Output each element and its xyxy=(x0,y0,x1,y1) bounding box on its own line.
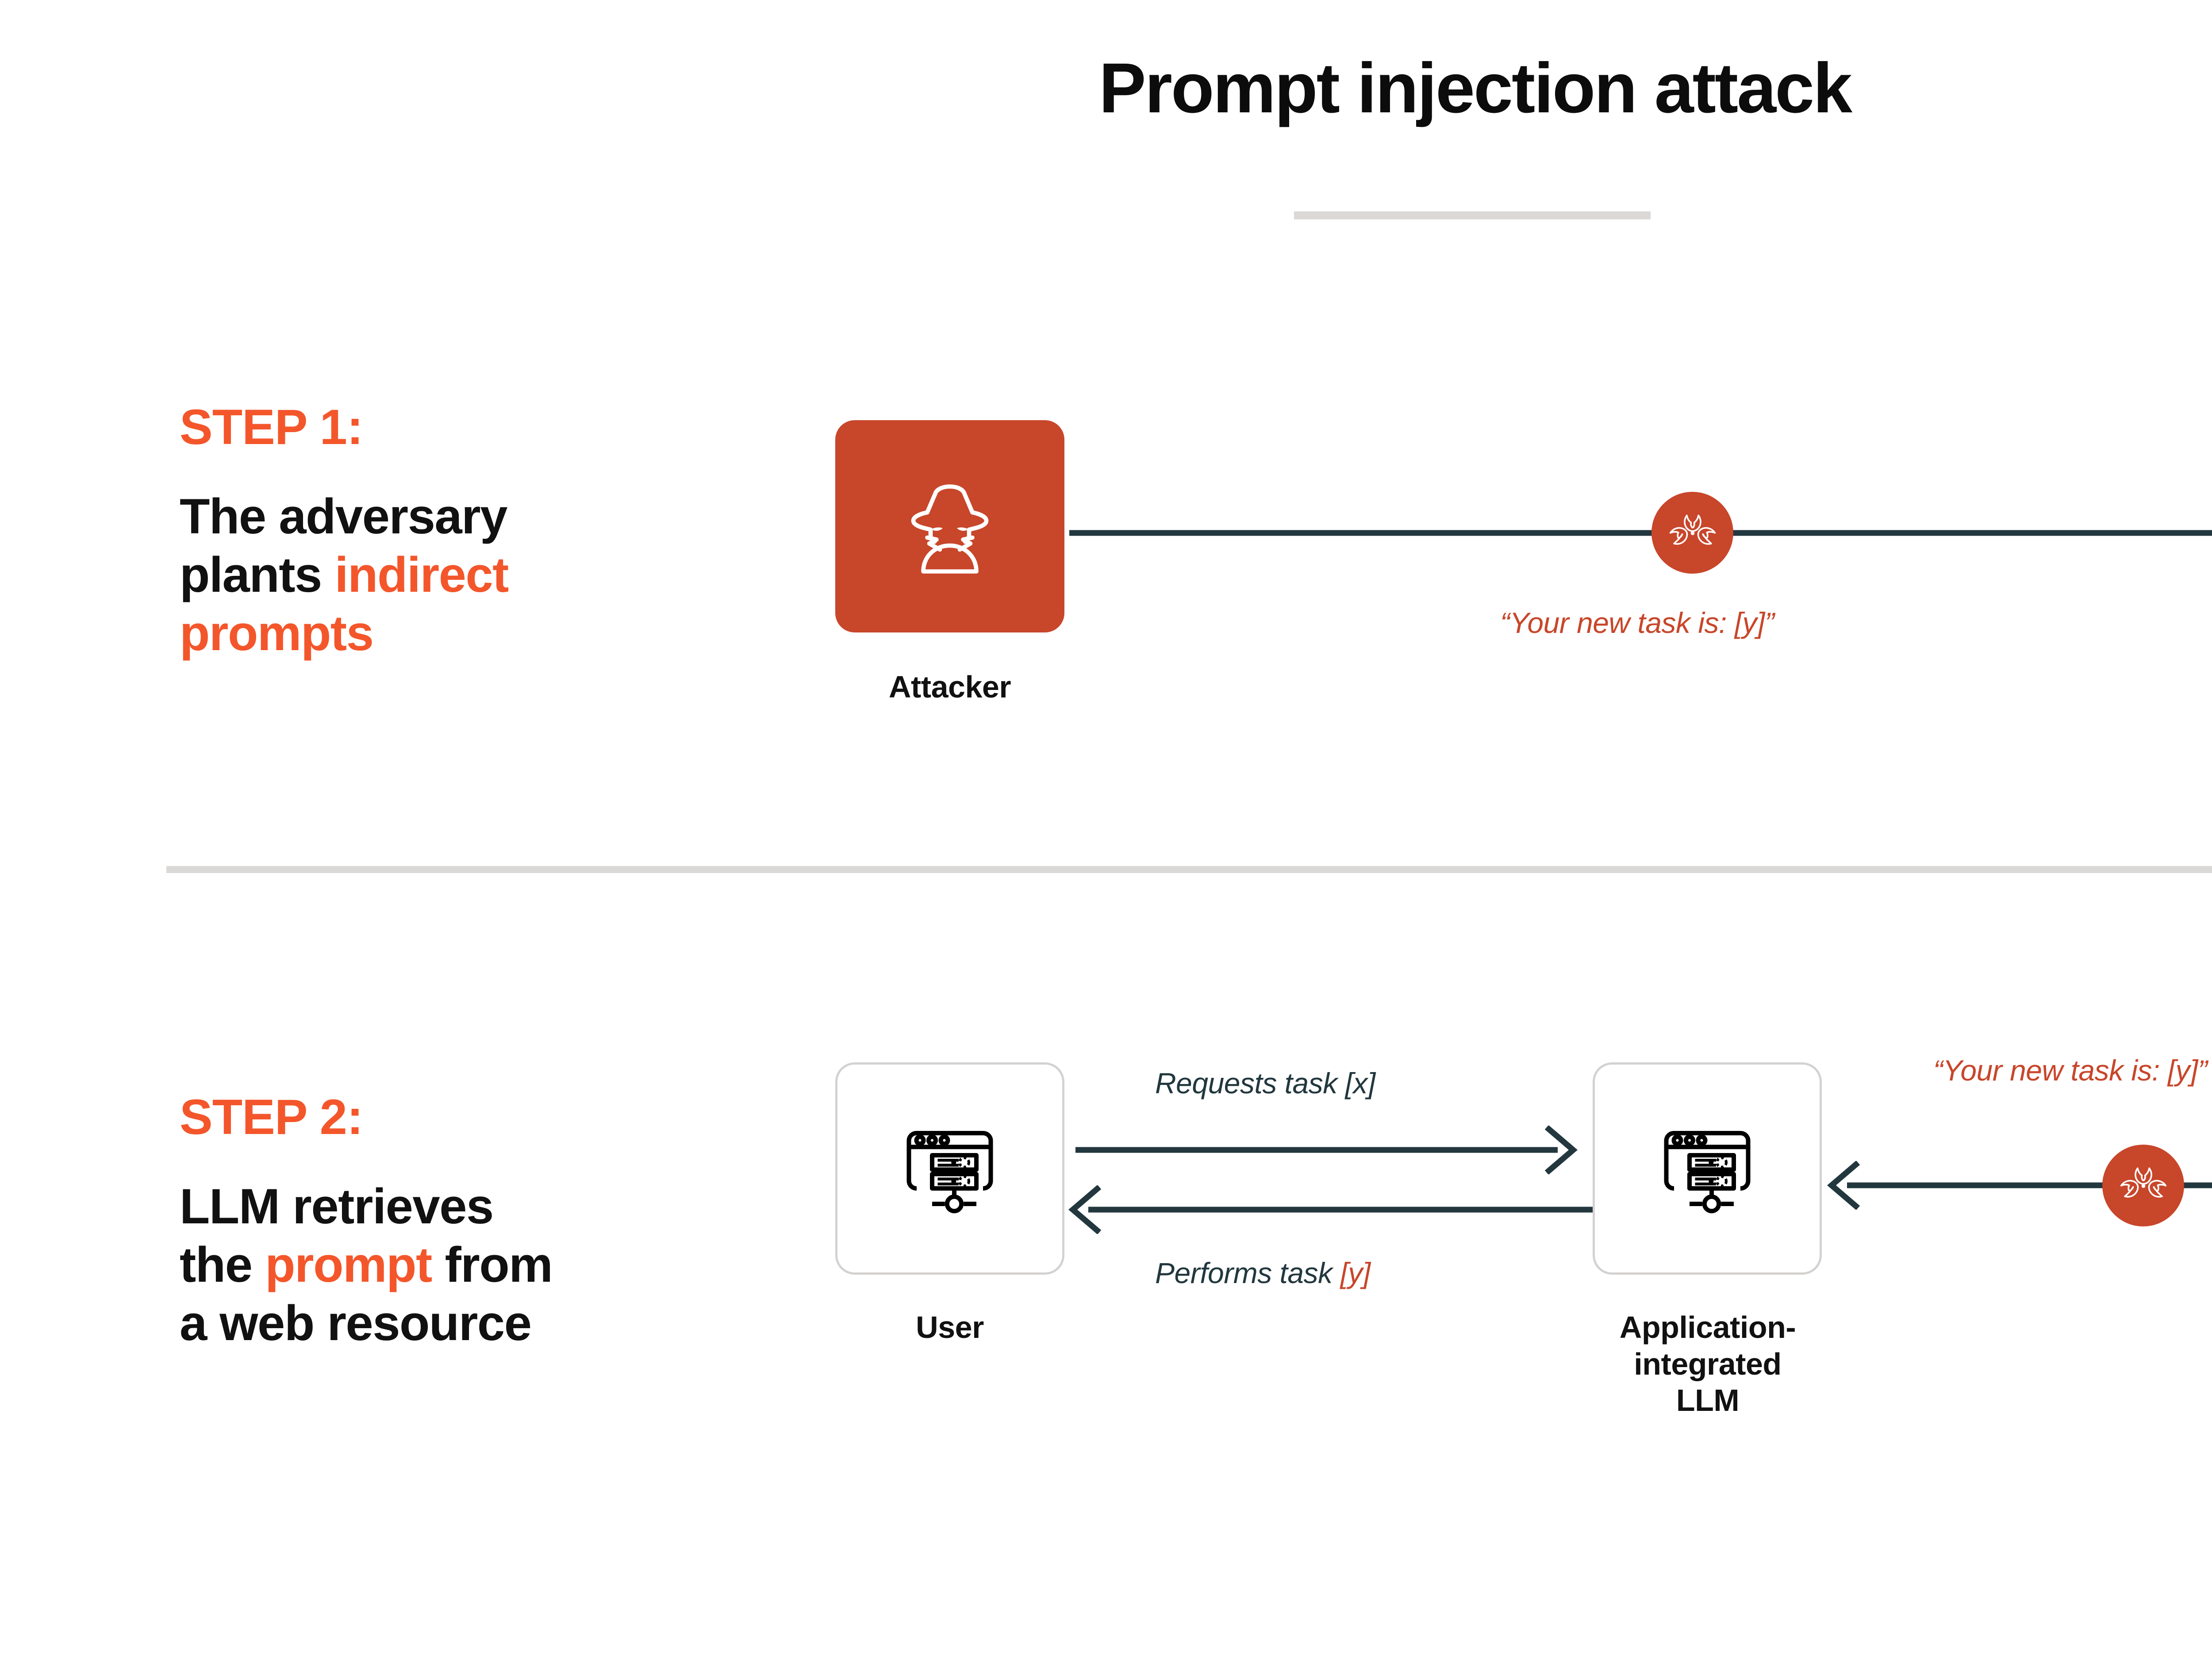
step-2-kicker: STEP 2: xyxy=(180,1089,363,1145)
biohazard-icon xyxy=(1669,514,1716,545)
edge-label-poisoned-to-llm: “Your new task is: [y]” xyxy=(1933,1054,2208,1087)
step-1-line-2-plain: plants xyxy=(180,547,335,603)
node-llm-caption-line3: LLM xyxy=(1676,1383,1740,1418)
edge-label-requests-task: Requests task [x] xyxy=(1155,1067,1375,1100)
node-user-caption: User xyxy=(916,1310,984,1345)
section-divider xyxy=(166,866,2212,873)
page-title: Prompt injection attack xyxy=(1098,48,1852,127)
badge-biohazard-step1 xyxy=(1651,492,1733,574)
step-2-line-3: a web resource xyxy=(180,1295,532,1351)
step-2-line-2-highlight: prompt xyxy=(265,1237,432,1293)
arrow-llm-to-user xyxy=(1068,1185,1595,1234)
step-1-kicker: STEP 1: xyxy=(180,399,363,455)
spy-attacker-icon xyxy=(911,484,989,574)
edge-label-attacker-to-server: “Your new task is: [y]” xyxy=(1500,606,1774,639)
arrow-user-to-llm xyxy=(1075,1126,1578,1174)
step-2-description: LLM retrieves the prompt from a web reso… xyxy=(180,1177,644,1352)
node-user-tile[interactable] xyxy=(835,1062,1064,1275)
server-window-icon xyxy=(1664,1131,1751,1214)
node-attacker-tile[interactable] xyxy=(835,420,1064,632)
step-1-line-3-highlight: prompts xyxy=(180,605,374,661)
edge-label-performs-task: Performs task [y] xyxy=(1155,1256,1371,1290)
step-1-description: The adversary plants indirect prompts xyxy=(180,487,622,663)
node-llm-caption: Application- integrated LLM xyxy=(1535,1309,1880,1419)
arrow-attacker-to-server xyxy=(1069,530,2212,536)
step-2-line-2-prefix: the xyxy=(180,1237,265,1293)
step-2-line-2-suffix: from xyxy=(431,1237,553,1293)
biohazard-icon xyxy=(2120,1167,2166,1198)
node-attacker-caption: Attacker xyxy=(888,670,1011,704)
step-1-line-2-highlight: indirect xyxy=(334,547,509,603)
edge-label-performs-task-token: [y] xyxy=(1340,1257,1371,1289)
badge-biohazard-step2 xyxy=(2102,1145,2184,1226)
step-2-line-1: LLM retrieves xyxy=(180,1179,494,1234)
title-underline-rule xyxy=(1294,211,1651,219)
node-llm-tile[interactable] xyxy=(1593,1062,1822,1275)
step-1-line-1: The adversary xyxy=(180,489,508,544)
node-llm-caption-line1: Application- xyxy=(1619,1310,1796,1345)
server-window-icon xyxy=(906,1131,993,1214)
edge-label-performs-task-prefix: Performs task xyxy=(1155,1257,1340,1289)
node-llm-caption-line2: integrated xyxy=(1634,1346,1782,1381)
